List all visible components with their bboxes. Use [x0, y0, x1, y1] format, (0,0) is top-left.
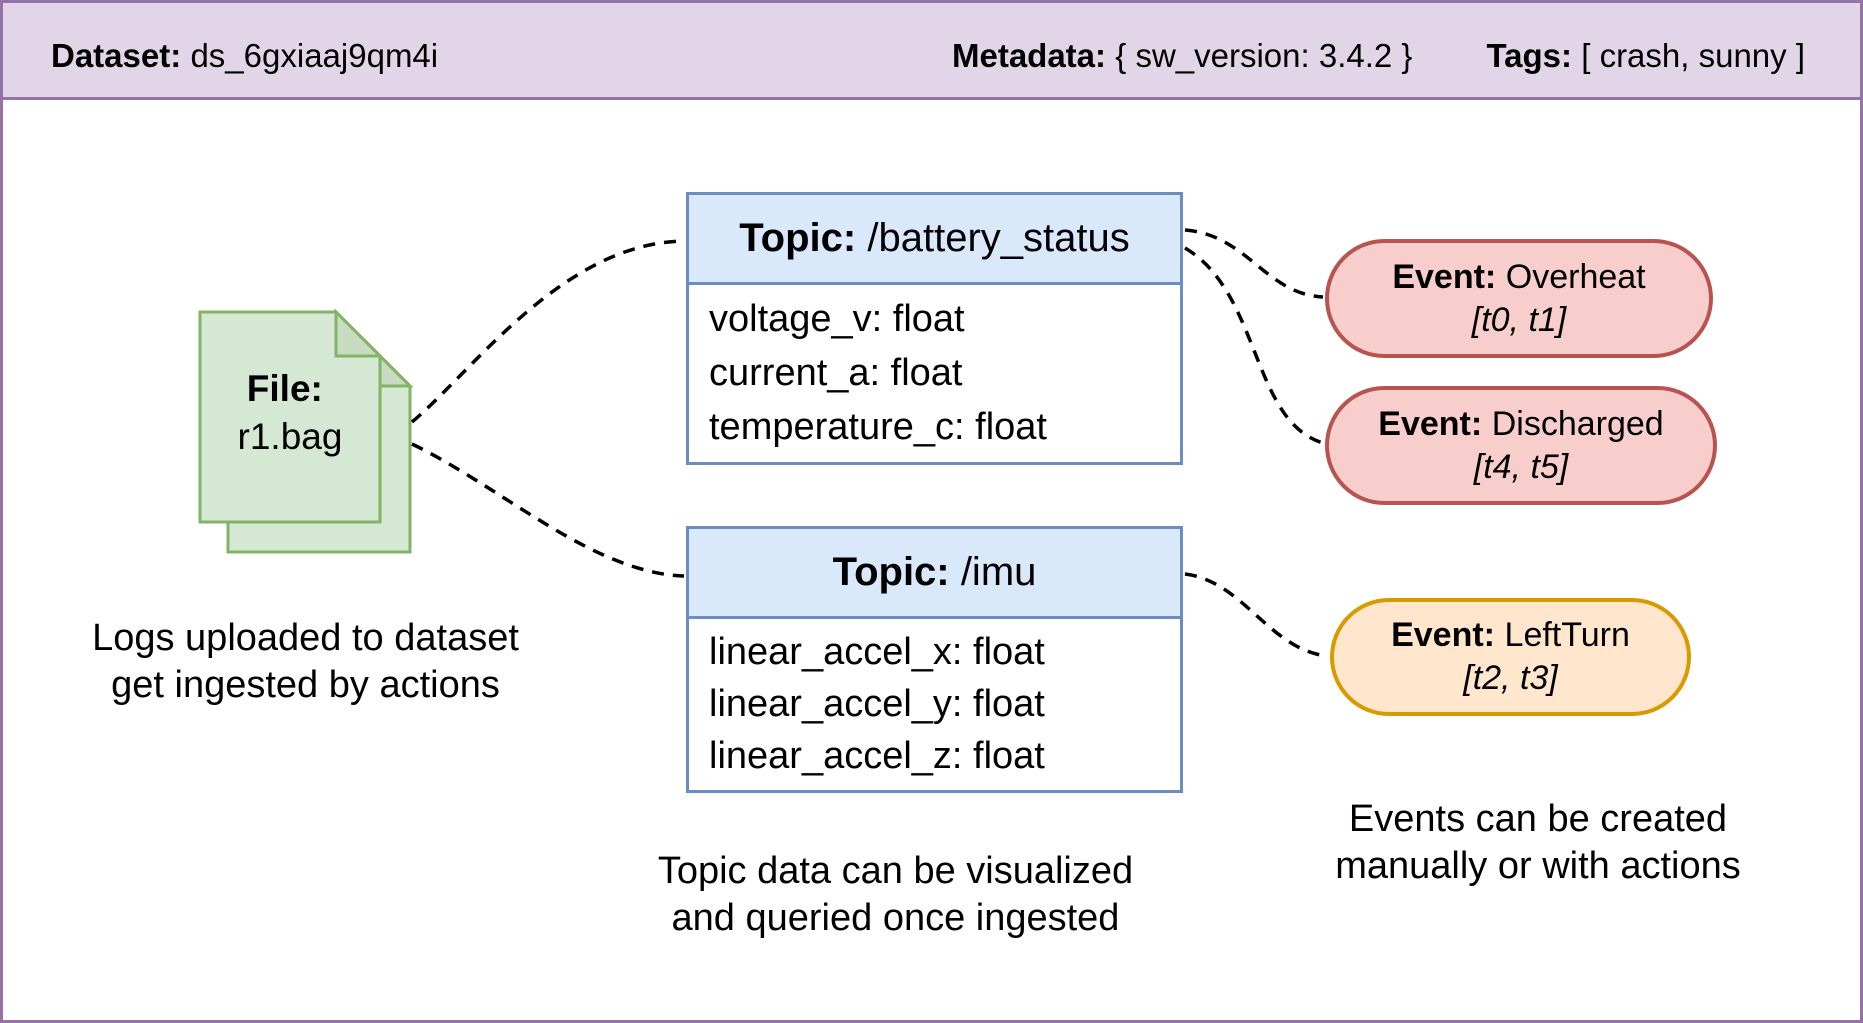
connector-file-to-battery-topic	[410, 239, 685, 424]
topic-field: voltage_v: float	[709, 298, 965, 341]
topic-field: current_a: float	[709, 351, 963, 394]
file-name: r1.bag	[237, 416, 343, 457]
file-icon	[198, 308, 414, 554]
file-node-label: File: r1.bag	[200, 365, 380, 461]
topic-field: linear_accel_y: float	[709, 682, 1045, 725]
event-name: LeftTurn	[1504, 616, 1630, 654]
connector-file-to-imu-topic	[411, 442, 685, 578]
topic-header-battery-status: Topic:/battery_status	[689, 195, 1180, 285]
diagram-canvas	[198, 228, 1327, 658]
topic-name: /imu	[960, 550, 1037, 594]
event-name: Discharged	[1491, 404, 1664, 443]
caption-file-ingestion: Logs uploaded to dataset get ingested by…	[92, 617, 519, 706]
topic-box-imu: Topic:/imu linear_accel_x: float linear_…	[686, 526, 1183, 793]
connector-imu-to-leftturn-event	[1184, 572, 1327, 658]
event-label: Event:	[1392, 257, 1497, 296]
topic-fields-battery-status: voltage_v: float current_a: float temper…	[689, 285, 1180, 462]
file-label: File:	[246, 368, 323, 409]
tags-label: Tags:	[1486, 37, 1572, 74]
topic-box-battery-status: Topic:/battery_status voltage_v: float c…	[686, 192, 1183, 465]
event-pill-leftturn: Event:LeftTurn [t2, t3]	[1330, 598, 1691, 716]
event-interval: [t4, t5]	[1473, 447, 1569, 486]
tags-value: [ crash, sunny ]	[1581, 37, 1805, 74]
event-pill-discharged: Event:Discharged [t4, t5]	[1325, 386, 1717, 505]
dataset-label: Dataset:	[51, 37, 182, 74]
topic-label: Topic:	[739, 216, 857, 260]
metadata-label: Metadata:	[951, 37, 1107, 74]
event-label: Event:	[1378, 404, 1483, 443]
caption-events-creation: Events can be created manually or with a…	[1335, 798, 1741, 887]
topic-field: temperature_c: float	[709, 405, 1047, 448]
dataset-info: Dataset:ds_6gxiaaj9qm4i	[51, 37, 438, 75]
header-right-group: Metadata:{ sw_version: 3.4.2 } Tags:[ cr…	[952, 37, 1805, 75]
topic-label: Topic:	[832, 550, 950, 594]
metadata-info: Metadata:{ sw_version: 3.4.2 }	[952, 37, 1412, 75]
tags-info: Tags:[ crash, sunny ]	[1486, 37, 1805, 75]
event-pill-overheat: Event:Overheat [t0, t1]	[1325, 239, 1713, 358]
topic-field: linear_accel_x: float	[709, 631, 1045, 674]
topic-name: /battery_status	[867, 216, 1130, 260]
event-name: Overheat	[1505, 257, 1646, 296]
connector-battery-to-discharged-event	[1184, 246, 1324, 445]
topic-header-imu: Topic:/imu	[689, 529, 1180, 619]
connector-battery-to-overheat-event	[1184, 228, 1324, 299]
event-interval: [t0, t1]	[1471, 300, 1567, 339]
topic-field: linear_accel_z: float	[709, 734, 1045, 777]
caption-topic-data: Topic data can be visualized and queried…	[657, 850, 1134, 939]
dataset-header-bar: Dataset:ds_6gxiaaj9qm4i Metadata:{ sw_ve…	[3, 3, 1860, 100]
event-interval: [t2, t3]	[1463, 659, 1558, 697]
topic-fields-imu: linear_accel_x: float linear_accel_y: fl…	[689, 619, 1180, 790]
dataset-value: ds_6gxiaaj9qm4i	[190, 37, 439, 74]
metadata-value: { sw_version: 3.4.2 }	[1115, 37, 1413, 74]
event-label: Event:	[1391, 616, 1496, 654]
